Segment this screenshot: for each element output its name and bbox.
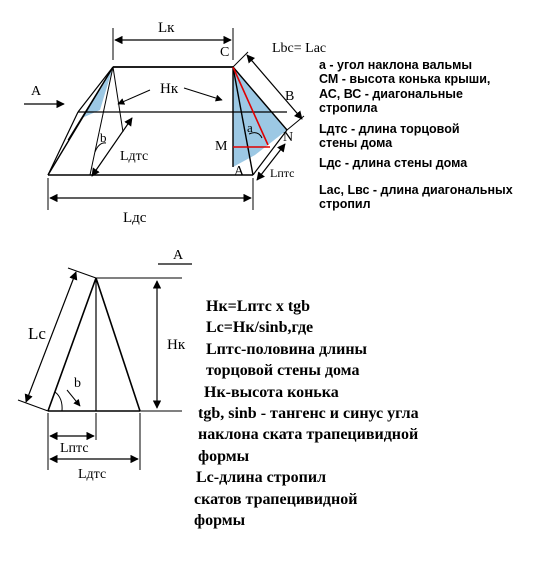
b-angle-arrow [66, 389, 81, 407]
bottom-b-angle-arc [54, 391, 63, 412]
label-b-point: B [285, 89, 294, 104]
legend-bottom-line: Нк=Lптс х tgb [206, 298, 311, 315]
label-bottom-ldtc: Lдтс [78, 467, 106, 482]
label-ldtc: Lдтс [120, 149, 148, 164]
lc-dim-line [24, 271, 78, 403]
triangle-right-side [95, 277, 141, 412]
hk-arrow-left [117, 89, 151, 105]
left-slope-line-2 [112, 66, 124, 133]
lptc-dim-line [256, 143, 286, 181]
hip-roof-legend: а - угол наклона вальмы СМ - высота конь… [319, 58, 513, 211]
hk-arrow-right [183, 87, 223, 102]
left-slope-line-1 [89, 66, 114, 176]
label-lptc: Lптс [270, 166, 294, 180]
legend-bottom-line: наклона ската трапецивидной [198, 426, 419, 444]
label-c: C [220, 45, 229, 60]
label-a-marker: A [173, 248, 184, 263]
legend-bottom-line: Нк-высота конька [204, 383, 339, 401]
label-bottom-lptc: Lптс [60, 441, 89, 456]
label-bottom-hk: Нк [167, 337, 186, 353]
label-b-angle: b [100, 130, 107, 145]
lbc-dim-line [246, 54, 303, 120]
trapezoid-slope-legend: Нк=Lптс х tgb Lc=Нк/sinb,где Lптс-полови… [190, 298, 419, 533]
legend-top-line: стропила [319, 101, 378, 116]
label-lk: Lк [158, 20, 175, 36]
base-left-edge [47, 111, 79, 176]
hip-angle-arc [248, 132, 263, 139]
legend-top-line: стропил [319, 197, 371, 211]
legend-bottom-line: формы [198, 447, 250, 465]
label-n: N [283, 130, 293, 145]
legend-top-line: стены дома [319, 135, 393, 150]
legend-bottom-line: Lc=Нк/sinb,где [206, 319, 314, 337]
triangle-left-side [47, 277, 97, 412]
label-lbc-eq: Lbc= Lac [272, 41, 326, 56]
b-angle-arc [94, 142, 107, 153]
label-lc: Lc [28, 324, 46, 343]
legend-top-line: Lac, Lвс - длина диагональных [319, 182, 513, 197]
label-a-angle: a [247, 120, 253, 135]
lc-ext-top [67, 267, 97, 279]
legend-bottom-line: Lптс-половина длины [206, 340, 368, 358]
lbc-ext-top [232, 51, 249, 68]
label-a-point: A [234, 164, 245, 179]
label-bottom-b: b [74, 376, 81, 391]
label-a-arrow: A [31, 84, 42, 99]
ldtc-dim-line [91, 117, 133, 177]
left-hip-rafter-back [77, 66, 114, 113]
hip-roof-diagram: Lк Нк Lbc= Lac C B M N A A a b Lдтс Lптс… [24, 20, 326, 226]
label-m: M [215, 139, 228, 154]
legend-top-line: Lдс - длина стены дома [319, 156, 468, 171]
legend-top-line: СМ - высота конька крыши, [319, 72, 491, 87]
legend-bottom-line: формы [194, 511, 246, 529]
legend-bottom-line: скатов трапецивидной [194, 490, 358, 508]
legend-top-line: Lдтс - длина торцовой [319, 121, 460, 136]
label-hk: Нк [160, 81, 179, 97]
label-ldc: Lдс [123, 210, 147, 226]
legend-bottom-line: Lc-длина стропил [196, 469, 327, 487]
legend-bottom-line: торцовой стены дома [206, 362, 360, 380]
legend-top-line: а - угол наклона вальмы [319, 58, 473, 72]
trapezoid-slope-diagram: A Lc Нк b Lптс Lдтс [17, 248, 192, 482]
left-slope-line-3 [67, 66, 114, 141]
right-hip-rafter-front [232, 66, 254, 176]
lc-ext-bottom [17, 399, 49, 412]
legend-top-line: АС, ВС - диагональные [319, 86, 463, 101]
legend-bottom-line: tgb, sinb - тангенс и синус угла [198, 404, 419, 422]
